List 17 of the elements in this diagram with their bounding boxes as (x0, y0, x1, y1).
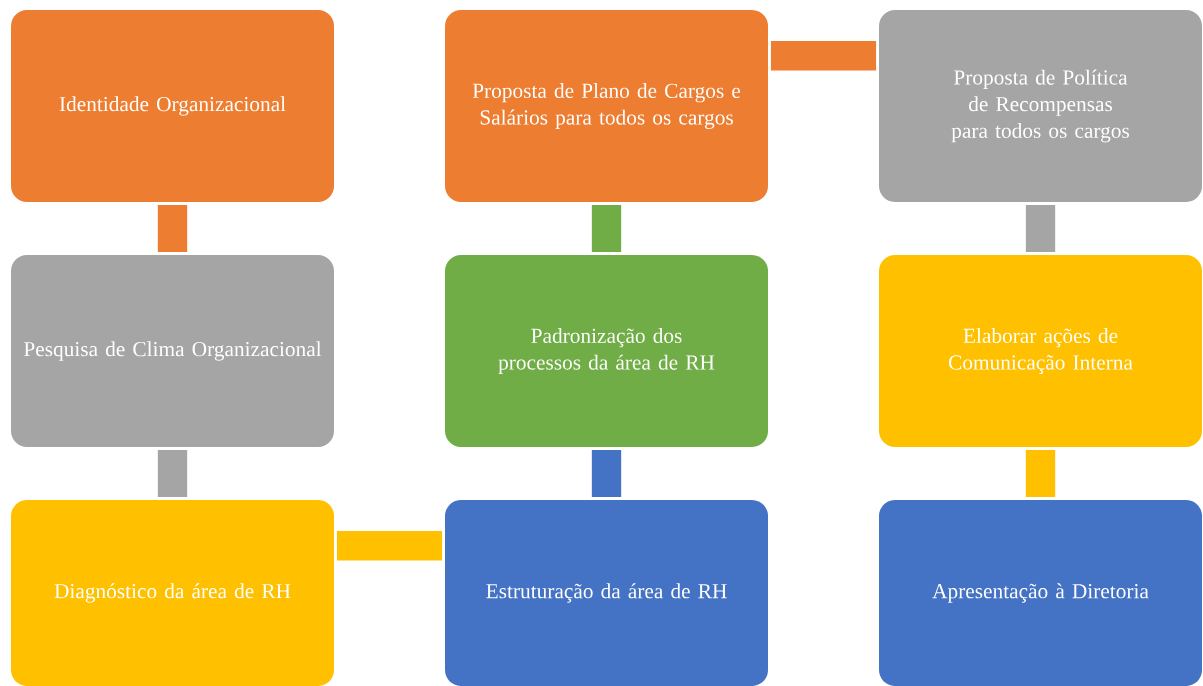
connector-bar (591, 449, 622, 498)
connector-bar (591, 204, 622, 253)
connector-bar (1025, 449, 1056, 498)
process-box: Proposta de Política de Recompensas para todos os cargos (879, 10, 1202, 202)
process-box: Apresentação à Diretoria (879, 500, 1202, 686)
connector-bar (1025, 204, 1056, 253)
process-box: Proposta de Plano de Cargos e Salários para todos os cargos (445, 10, 768, 202)
process-box: Padronização dos processos da área de RH (445, 255, 768, 447)
process-box: Identidade Organizacional (11, 10, 334, 202)
process-box: Diagnóstico da área de RH (11, 500, 334, 686)
process-box: Pesquisa de Clima Organizacional (11, 255, 334, 447)
process-box: Elaborar ações de Comunicação Interna (879, 255, 1202, 447)
connector-bar (770, 41, 877, 71)
connector-bar (157, 204, 188, 253)
connector-bar (336, 531, 443, 561)
process-box: Estruturação da área de RH (445, 500, 768, 686)
connector-bar (157, 449, 188, 498)
